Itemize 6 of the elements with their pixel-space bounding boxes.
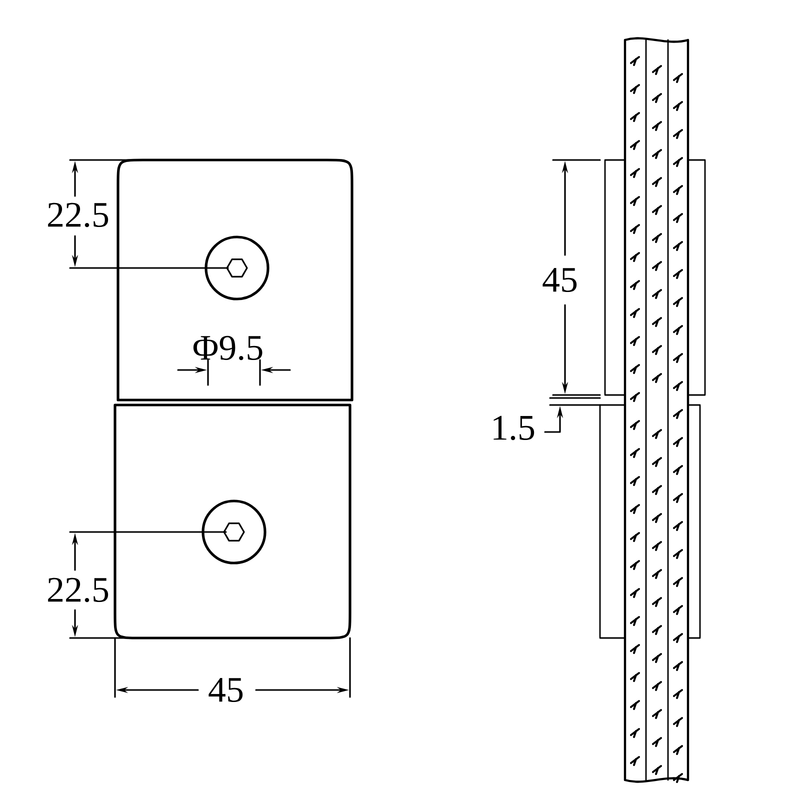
dimension-label: 1.5 <box>494 416 534 440</box>
dimension-label: 22.5 <box>48 578 108 602</box>
dimension-label: 22.5 <box>48 202 108 228</box>
dimension-label: Φ9.5 <box>193 336 262 360</box>
dimension-label: 45 <box>208 678 243 702</box>
dimension-label: 45 <box>542 268 577 292</box>
